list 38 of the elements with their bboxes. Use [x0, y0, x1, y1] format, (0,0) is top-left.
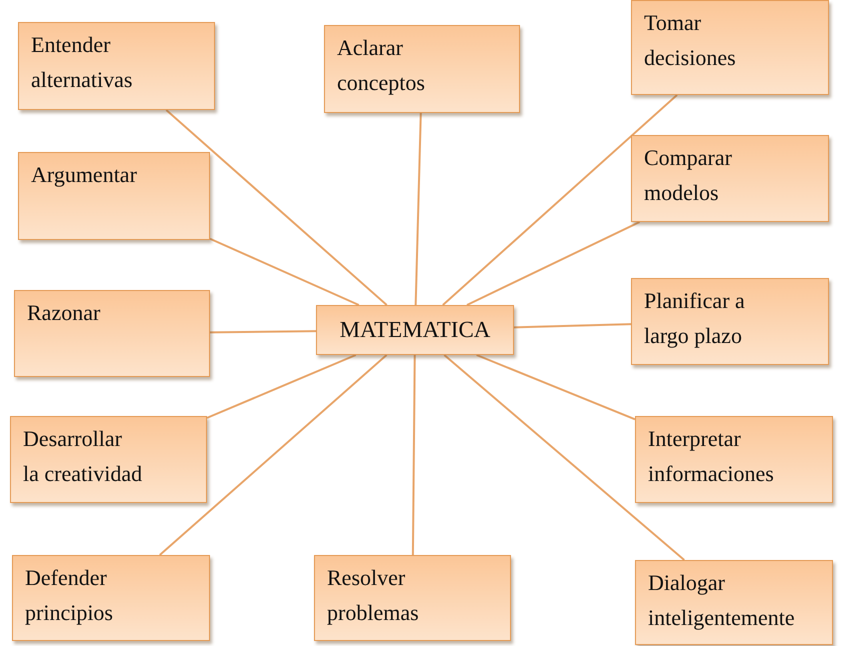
concept-label: Aclarar conceptos	[337, 34, 426, 97]
concept-label: Argumentar	[31, 161, 138, 189]
concept-box	[635, 416, 833, 503]
connector-line	[210, 330, 316, 334]
concept-box	[631, 0, 829, 95]
concept-label: Razonar	[27, 299, 102, 327]
connector-line	[206, 354, 356, 419]
connector-line	[412, 355, 416, 555]
concept-label: Resolver problemas	[327, 564, 420, 627]
concept-box	[635, 560, 833, 645]
concept-label: Dialogar inteligentemente	[648, 569, 796, 632]
connector-line	[159, 354, 388, 556]
connector-line	[514, 323, 632, 328]
concept-box	[314, 555, 511, 641]
connector-line	[444, 354, 685, 561]
connector-line	[476, 354, 636, 420]
concept-label: Desarrollar la creatividad	[23, 425, 144, 488]
concept-label: Planificar a largo plazo	[644, 287, 746, 350]
concept-label: Comparar modelos	[644, 144, 733, 207]
connector-line	[466, 221, 640, 306]
concept-label: MATEMATICA	[338, 316, 492, 344]
concept-box	[316, 305, 514, 355]
concept-box	[10, 416, 207, 503]
concept-box	[631, 278, 829, 365]
connector-line	[442, 94, 678, 306]
concept-box	[14, 290, 210, 377]
connector-line	[166, 109, 388, 306]
concept-box	[18, 152, 210, 240]
concept-label: Entender alternativas	[31, 31, 134, 94]
concept-box	[18, 22, 215, 110]
connector-line	[414, 112, 422, 306]
concept-box	[324, 25, 520, 113]
concept-label: Interpretar informaciones	[648, 425, 775, 488]
connector-line	[210, 238, 360, 306]
concept-label: Tomar decisiones	[644, 9, 737, 72]
concept-box	[12, 555, 210, 641]
concept-label: Defender principios	[25, 564, 114, 627]
concept-box	[631, 135, 829, 222]
